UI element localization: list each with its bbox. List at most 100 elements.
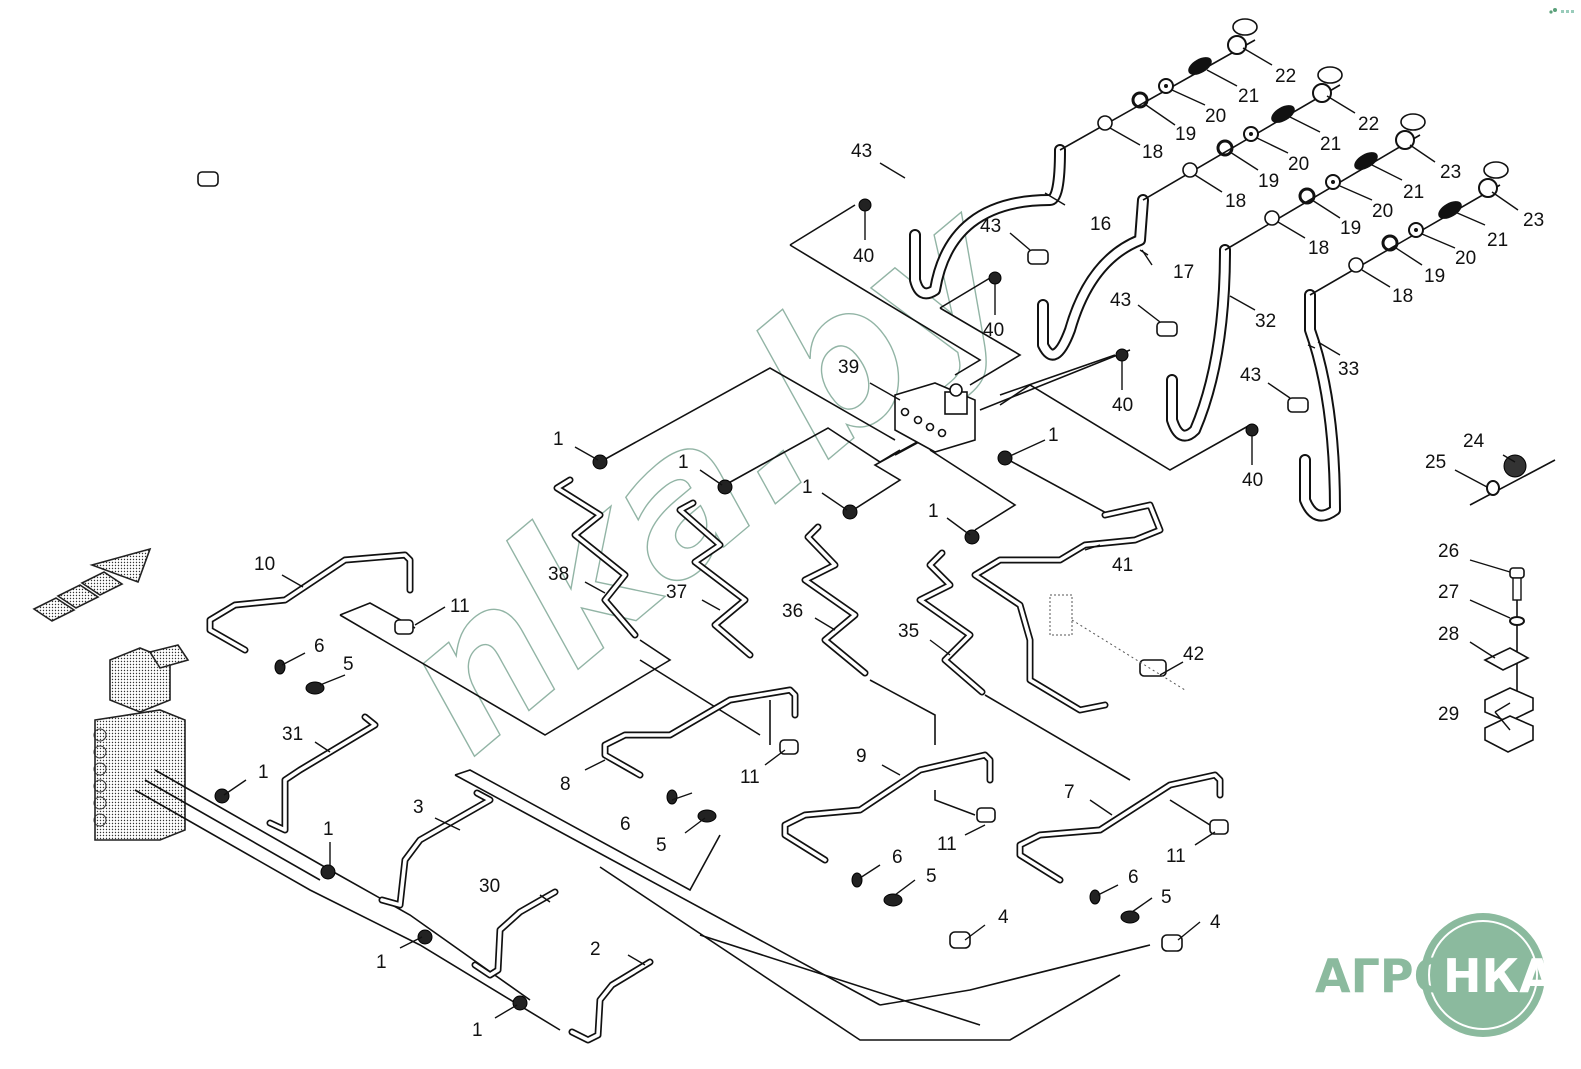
leader-lines — [223, 47, 1519, 1019]
callout-label: 40 — [1242, 470, 1263, 491]
callout-label: 6 — [620, 814, 631, 835]
callout-label: 18 — [1308, 238, 1329, 259]
callout-label: 18 — [1142, 142, 1163, 163]
callout-label: 1 — [323, 819, 334, 840]
washer-27-icon — [1509, 616, 1525, 626]
nut-icon — [274, 659, 286, 675]
callout-label: 20 — [1288, 154, 1309, 175]
fittings — [197, 18, 1509, 1011]
nut-24-icon — [1503, 454, 1527, 478]
callout-label: 36 — [782, 601, 803, 622]
site-mark-icon — [1549, 8, 1574, 14]
loose-parts — [1469, 454, 1556, 753]
callout-label: 39 — [838, 357, 859, 378]
nut-icon — [1120, 910, 1140, 924]
callout-label: 6 — [1128, 867, 1139, 888]
nut-icon — [1097, 115, 1113, 131]
callout-label: 4 — [1210, 912, 1221, 933]
callout-label: 23 — [1440, 162, 1461, 183]
callout-label: 35 — [898, 621, 919, 642]
callout-label: 5 — [343, 654, 354, 675]
pilot-valve-ghost — [1049, 594, 1186, 691]
callout-label: 29 — [1438, 704, 1459, 725]
callout-label: 1 — [376, 952, 387, 973]
nut-icon — [858, 198, 872, 212]
callout-label: 19 — [1175, 124, 1196, 145]
callout-label: 40 — [1112, 395, 1133, 416]
elbow-fitting-icon — [197, 171, 219, 187]
callout-label: 31 — [282, 724, 303, 745]
callout-label: 2 — [590, 939, 601, 960]
callout-label: 24 — [1463, 431, 1485, 452]
callout-labels: 1 1 1 1 1 1 1 1 1 2 3 4 4 5 5 5 5 6 6 6 … — [254, 66, 1544, 1041]
elbow-fitting-icon — [1287, 397, 1309, 413]
callout-label: 22 — [1358, 114, 1379, 135]
agronka-logo: АГРО НКА — [1315, 913, 1555, 1037]
callout-label: 20 — [1205, 106, 1226, 127]
o-ring-icon — [1381, 234, 1399, 252]
callout-label: 43 — [1240, 365, 1261, 386]
callout-label: 1 — [678, 452, 689, 473]
callout-label: 33 — [1338, 359, 1359, 380]
nut-icon — [417, 929, 433, 945]
callout-label: 1 — [1048, 425, 1059, 446]
callout-label: 27 — [1438, 582, 1459, 603]
nut-icon — [1264, 210, 1280, 226]
callout-label: 11 — [937, 834, 957, 855]
callout-label: 21 — [1238, 86, 1259, 107]
washer-icon — [1243, 126, 1259, 142]
callout-label: 9 — [856, 746, 867, 767]
nut-icon — [1182, 162, 1198, 178]
washer-icon — [1158, 78, 1174, 94]
callout-label: 40 — [983, 320, 1004, 341]
callout-label: 11 — [1166, 846, 1186, 867]
forward-direction-arrow-icon — [32, 547, 152, 622]
elbow-fitting-icon — [1209, 819, 1229, 835]
callout-label: 41 — [1112, 555, 1133, 576]
elbow-fitting-icon — [1161, 934, 1183, 952]
callout-label: 28 — [1438, 624, 1459, 645]
nut-icon — [592, 454, 608, 470]
callout-label: 6 — [314, 636, 325, 657]
callout-label: 40 — [853, 246, 874, 267]
nut-icon — [883, 893, 903, 907]
callout-label: 1 — [928, 501, 939, 522]
nut-icon — [1245, 423, 1259, 437]
callout-label: 26 — [1438, 541, 1459, 562]
callout-label: 21 — [1487, 230, 1508, 251]
callout-label: 38 — [548, 564, 569, 585]
dust-cap-icon — [1395, 113, 1426, 150]
callout-label: 11 — [450, 596, 470, 617]
logo-circle — [1421, 913, 1545, 1037]
plug-icon — [1438, 201, 1462, 219]
callout-label: 20 — [1455, 248, 1476, 269]
callout-label: 1 — [472, 1020, 483, 1041]
dust-cap-icon — [1312, 66, 1343, 103]
callout-label: 42 — [1183, 644, 1204, 665]
o-ring-icon — [1131, 91, 1149, 109]
hoses — [909, 144, 1341, 522]
nut-icon — [666, 789, 678, 805]
elbow-fitting-icon — [1027, 249, 1049, 265]
elbow-fitting-icon — [949, 931, 971, 949]
callout-label: 18 — [1392, 286, 1413, 307]
nut-icon — [1089, 889, 1101, 905]
nut-icon — [512, 995, 528, 1011]
callout-label: 19 — [1424, 266, 1445, 287]
o-ring-icon — [1216, 139, 1234, 157]
callout-label: 43 — [1110, 290, 1131, 311]
callout-label: 6 — [892, 847, 903, 868]
callout-label: 19 — [1340, 218, 1361, 239]
callout-label: 11 — [740, 767, 760, 788]
callout-label: 1 — [802, 477, 813, 498]
callout-label: 5 — [926, 866, 937, 887]
callout-label: 19 — [1258, 171, 1279, 192]
nut-icon — [1348, 257, 1364, 273]
washer-icon — [1408, 222, 1424, 238]
nut-icon — [988, 271, 1002, 285]
nut-icon — [997, 450, 1013, 466]
callout-label: 30 — [479, 876, 500, 897]
callout-label: 43 — [980, 216, 1001, 237]
callout-label: 5 — [656, 835, 667, 856]
